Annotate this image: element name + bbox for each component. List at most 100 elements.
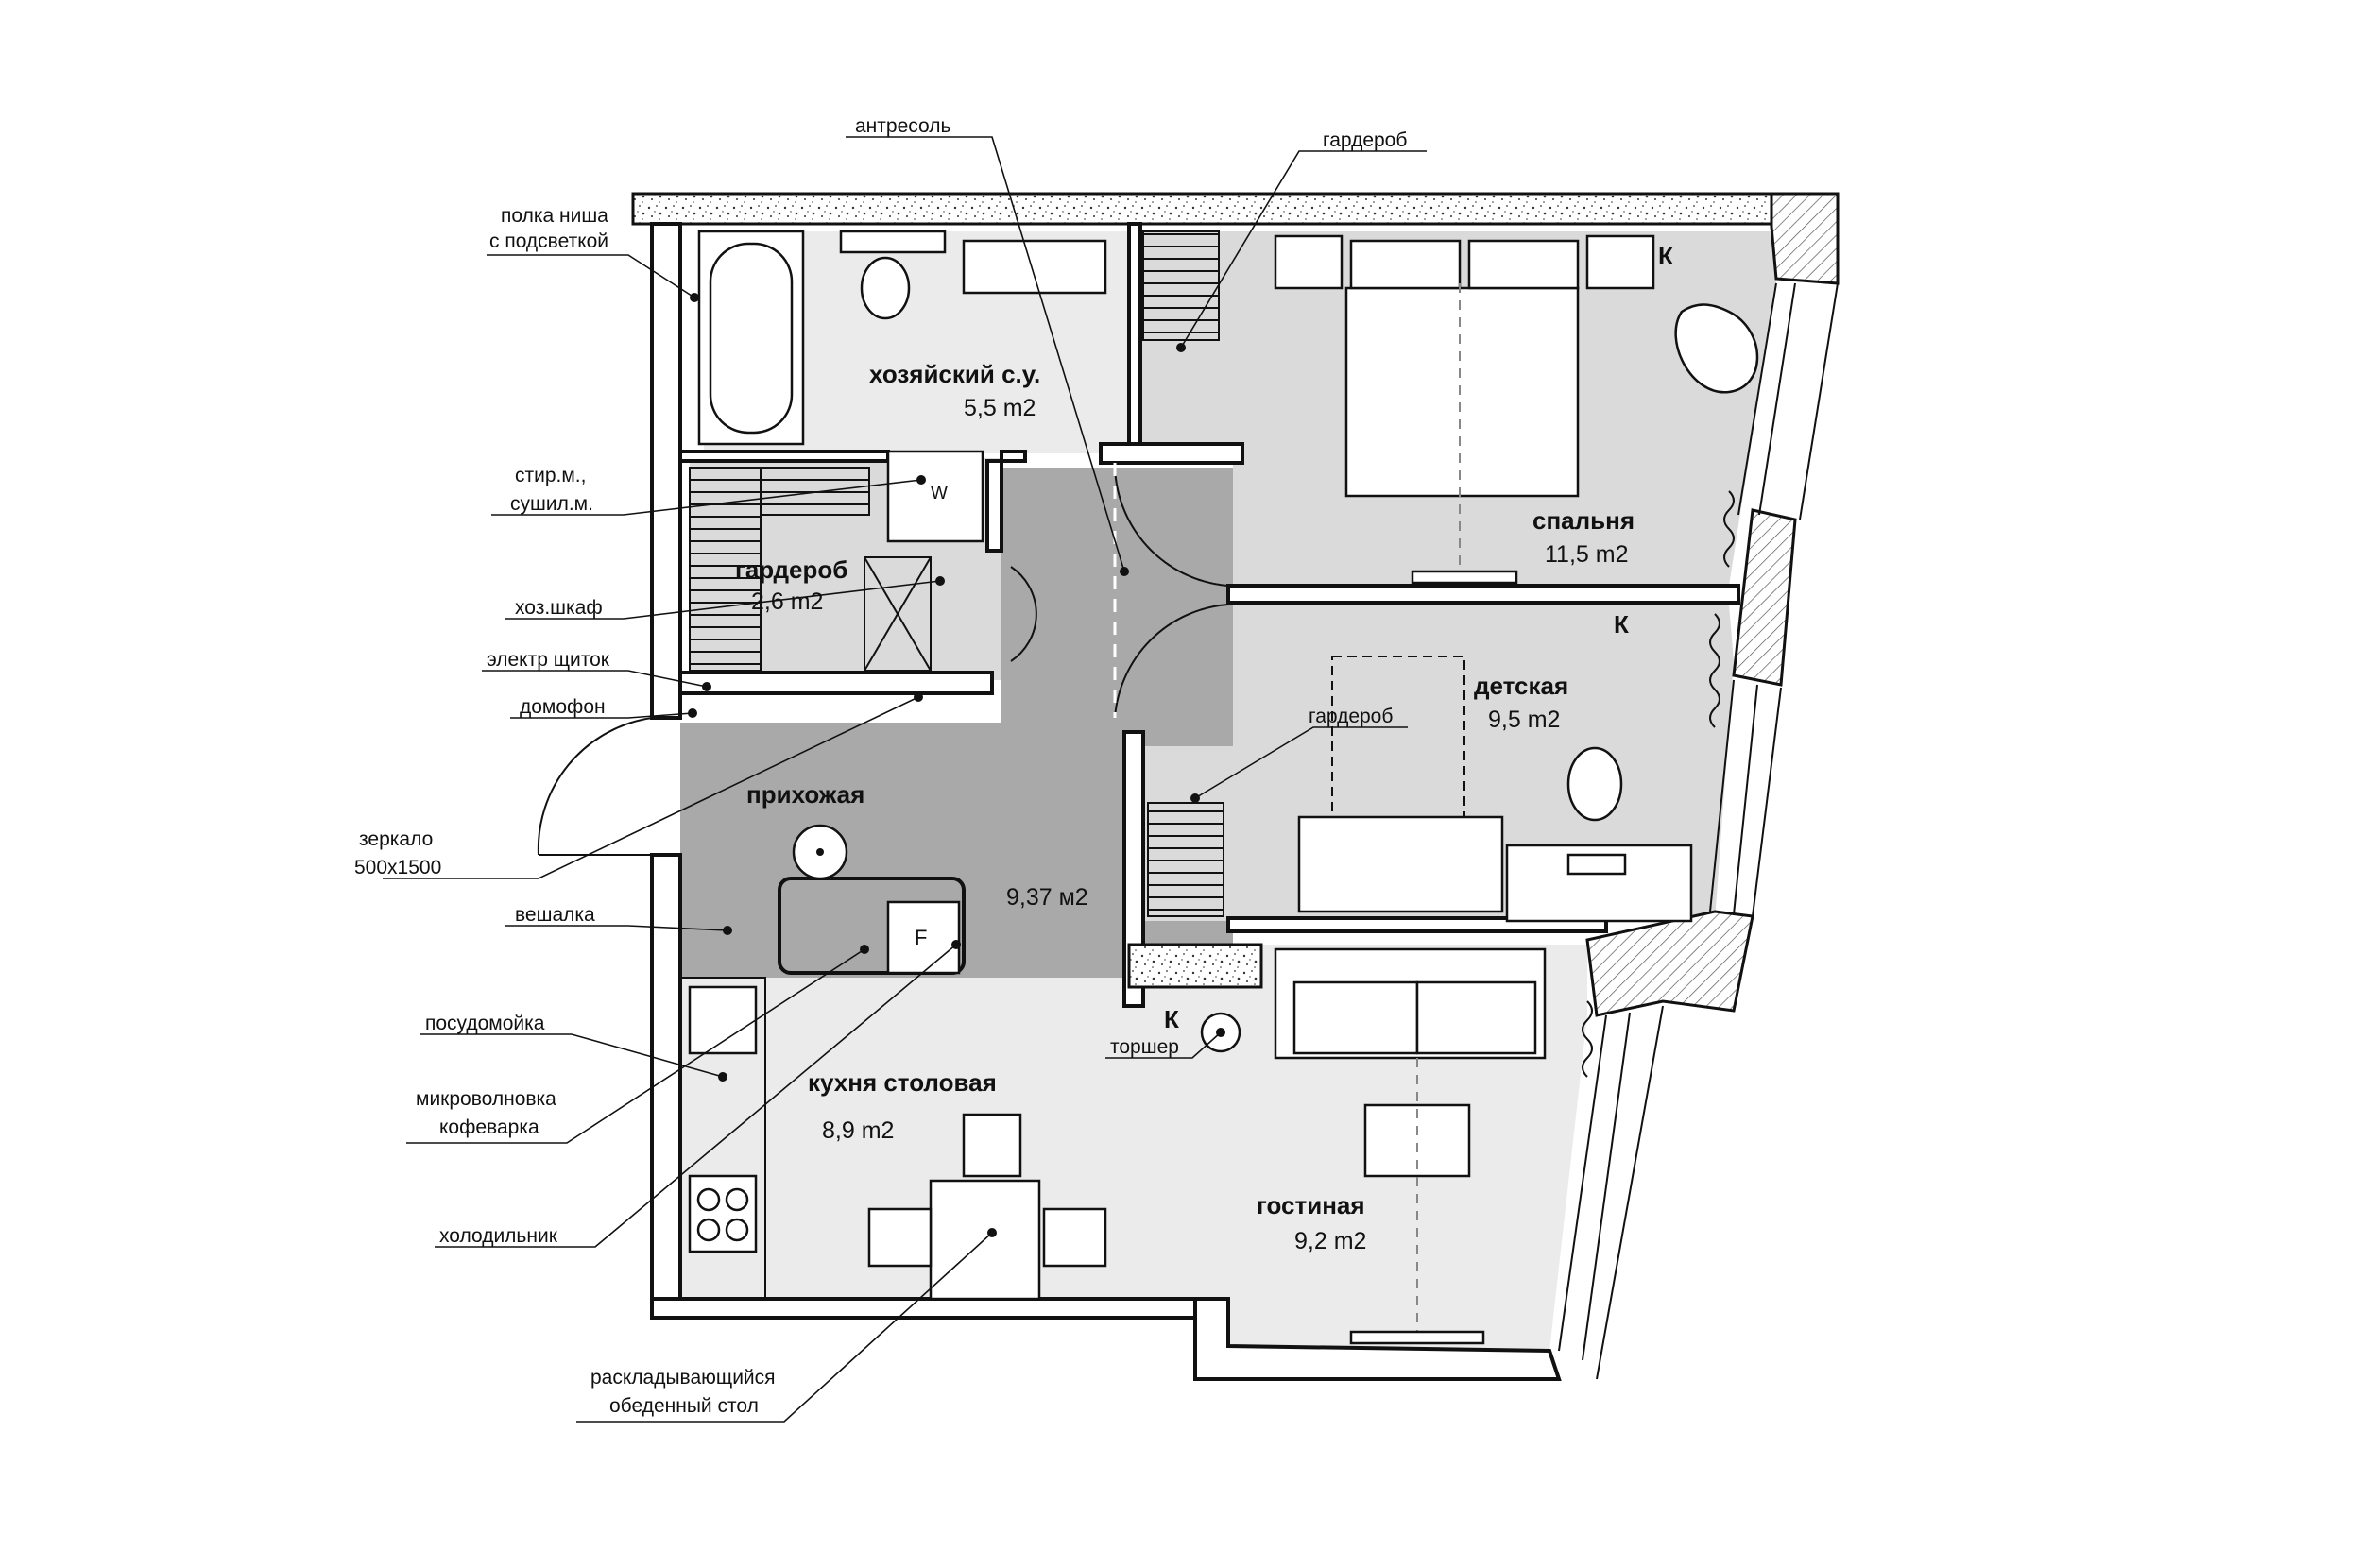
room-labels: хозяйский с.у. 5,5 m2 гардероб 2,6 m2 сп… xyxy=(735,360,1635,1254)
tv-bedroom xyxy=(1411,570,1518,585)
curtain-bedroom xyxy=(1723,490,1735,568)
wardrobe-kids-wall xyxy=(1122,730,1145,1008)
room-name-hall: прихожая xyxy=(746,780,864,809)
walls xyxy=(631,192,1840,1381)
bed-pillow-2 xyxy=(1467,239,1580,290)
bath-hall-wall xyxy=(1000,450,1027,463)
doors xyxy=(537,462,1229,856)
bedroom-kids-wall xyxy=(1226,584,1740,605)
callout-mirror-1: зеркало xyxy=(359,828,433,850)
leader-intercom xyxy=(510,712,693,719)
bathtub-inner xyxy=(709,242,794,435)
hanger-floor xyxy=(685,897,779,954)
facade-window-bedroom-3 xyxy=(1799,282,1839,520)
closet-bottom-wall xyxy=(678,671,994,695)
ac-marker-kids: К xyxy=(1614,610,1629,639)
washer xyxy=(886,450,984,543)
bed-pillow-1 xyxy=(1349,239,1462,290)
bottom-wall-left xyxy=(650,1297,1230,1320)
chair-top xyxy=(962,1113,1022,1178)
bath-closet-wall xyxy=(678,450,890,463)
toilet-tank xyxy=(839,230,947,254)
leader-wardrobe-kids xyxy=(1194,726,1408,799)
room-area-kitchen: 8,9 m2 xyxy=(822,1117,894,1144)
callout-mezzanine: антресоль xyxy=(855,115,950,137)
right-corner-mid xyxy=(1585,910,1754,1017)
facade-window-living xyxy=(1558,1014,1607,1352)
kids-chair xyxy=(1566,746,1623,822)
callout-intercom: домофон xyxy=(520,696,606,718)
closet-shelving-top xyxy=(760,467,870,516)
leader-mezzanine xyxy=(846,136,1125,572)
chair-right xyxy=(1042,1207,1107,1268)
leader-wardrobe-top-dot xyxy=(1176,343,1186,352)
leader-utility-dot xyxy=(935,576,945,586)
kids-sofa xyxy=(1297,815,1504,913)
room-area-hall: 9,37 м2 xyxy=(1006,884,1088,911)
facade-window-kids-3 xyxy=(1752,687,1782,917)
bedroom-armchair xyxy=(1674,303,1759,394)
facade-window-living-2 xyxy=(1582,1012,1631,1361)
utility-cabinet-x2 xyxy=(864,556,932,672)
facade-window-bedroom xyxy=(1737,282,1777,516)
right-corner-top xyxy=(1770,192,1840,285)
callout-wardrobe-top: гардероб xyxy=(1323,129,1407,151)
nightstand-left xyxy=(1274,234,1344,290)
fridge-box xyxy=(886,900,961,975)
closet-hall-wall xyxy=(985,459,1003,553)
burner-2 xyxy=(725,1187,749,1212)
leader-microwave xyxy=(406,948,865,1144)
room-area-living: 9,2 m2 xyxy=(1294,1228,1366,1254)
room-area-bedroom: 11,5 m2 xyxy=(1545,541,1628,568)
callout-panel: электр щиток xyxy=(487,649,610,671)
leader-wardrobe-kids-dot xyxy=(1190,793,1200,803)
leader-shelf-dot xyxy=(690,293,699,302)
washer-symbol: W xyxy=(931,484,948,503)
facade-window-kids-2 xyxy=(1733,684,1758,915)
facade-window-living-3 xyxy=(1596,1005,1664,1380)
sink xyxy=(962,239,1107,295)
leader-dishwasher-dot xyxy=(718,1072,727,1082)
bath-right-wall xyxy=(1127,222,1142,457)
toilet-bowl xyxy=(860,256,911,320)
kids-desk-monitor xyxy=(1566,853,1627,876)
room-name-kitchen: кухня столовая xyxy=(808,1068,997,1097)
callout-wardrobe-kids: гардероб xyxy=(1309,706,1393,727)
leader-panel xyxy=(482,670,708,688)
curtain-living xyxy=(1582,1000,1593,1078)
callout-shelf-1: полка ниша xyxy=(501,205,608,227)
dishwasher xyxy=(688,985,758,1055)
cooktop xyxy=(688,1174,758,1253)
callout-fridge: холодильник xyxy=(439,1225,558,1247)
room-name-closet: гардероб xyxy=(735,555,847,584)
living-sofa-seat-2 xyxy=(1415,980,1537,1055)
leader-utility xyxy=(505,580,941,620)
room-name-living: гостиная xyxy=(1257,1191,1365,1219)
leader-fridge-dot xyxy=(951,940,961,949)
leader-intercom-dot xyxy=(688,708,697,718)
bedroom-door-arc xyxy=(1113,462,1229,587)
burner-1 xyxy=(696,1187,721,1212)
leader-hanger xyxy=(505,925,728,931)
wardrobe-kids-shelves xyxy=(1147,802,1224,917)
leader-mezzanine-dot xyxy=(1120,567,1129,576)
kids-door-arc xyxy=(1114,604,1229,719)
leader-hanger-dot xyxy=(723,926,732,935)
burner-3 xyxy=(696,1218,721,1242)
leader-shelf xyxy=(487,254,695,298)
leader-fridge xyxy=(435,944,957,1248)
chair-left xyxy=(867,1207,933,1268)
callout-table-2: обеденный стол xyxy=(609,1395,759,1417)
leader-mirror xyxy=(383,696,919,879)
facade-window-kids xyxy=(1709,679,1735,912)
callout-mirror-2: 500х1500 xyxy=(354,857,441,878)
leader-wardrobe-top xyxy=(1180,150,1427,349)
leader-washer-dot xyxy=(916,475,926,485)
ac-marker-bedroom: К xyxy=(1658,242,1673,270)
top-exterior-wall xyxy=(631,192,1773,226)
closet-shelving-left xyxy=(689,467,762,672)
room-name-bedroom: спальня xyxy=(1532,506,1635,535)
callout-washer-1: стир.м., xyxy=(515,465,586,486)
callout-microwave-1: микроволновка xyxy=(416,1088,556,1110)
leader-lines xyxy=(383,136,1427,1423)
